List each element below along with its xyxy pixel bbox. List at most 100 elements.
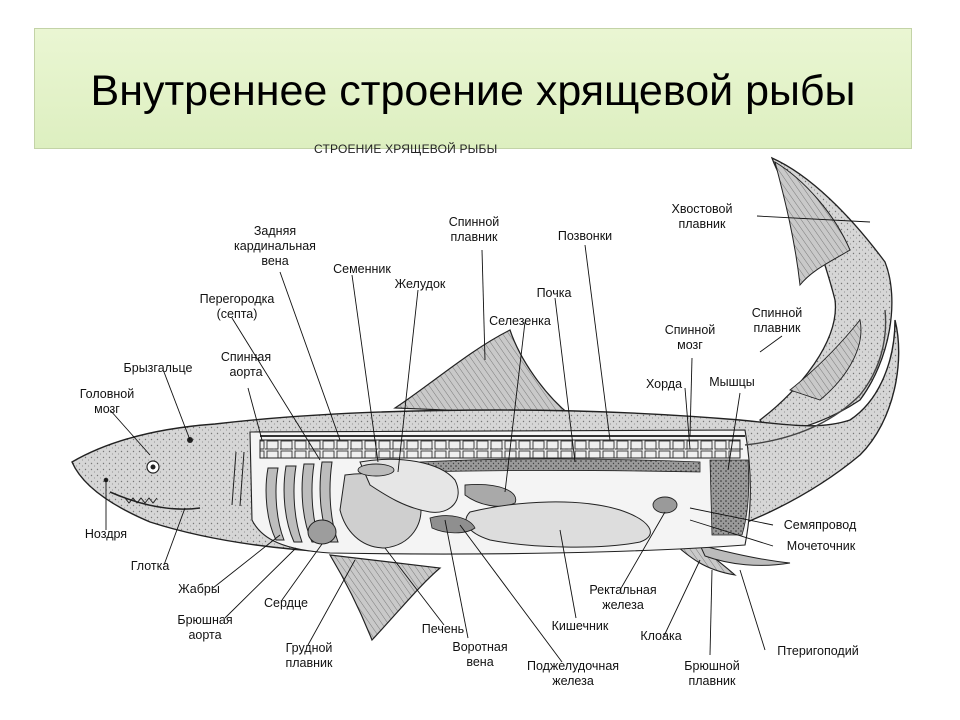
label-spinal-cord-line-1: Спинной	[665, 323, 716, 337]
label-liver-line-1: Печень	[422, 622, 464, 636]
label-dorsal-fin-1-line-1: Спинной	[449, 215, 500, 229]
slide-title: Внутреннее строение хрящевой рыбы	[90, 67, 856, 115]
label-sperm-duct-line-1: Семяпровод	[784, 518, 857, 532]
label-liver: Печень	[422, 622, 464, 636]
rectal-gland-shape	[652, 496, 678, 514]
label-pharynx: Глотка	[131, 559, 170, 573]
label-pancreas-line-1: Поджелудочная	[527, 659, 619, 673]
label-vertebrae: Позвонки	[558, 229, 612, 243]
label-stomach: Желудок	[395, 277, 446, 291]
spleen-shape	[464, 484, 517, 507]
muscle-block-shape	[709, 459, 750, 536]
first-dorsal-fin-shape	[393, 329, 572, 416]
label-gills-line-1: Жабры	[178, 582, 220, 596]
label-intestine-line-1: Кишечник	[552, 619, 609, 633]
mouth-line	[109, 491, 201, 510]
label-vertebrae-line-1: Позвонки	[558, 229, 612, 243]
label-septum-line-2: (септа)	[217, 307, 258, 321]
label-posterior-cardinal-vein-line-2: кардинальная	[234, 239, 316, 253]
testis-shape	[357, 463, 395, 477]
eye-pupil	[150, 464, 156, 470]
label-cloaca-line-1: Клоака	[640, 629, 681, 643]
leader-lines	[105, 215, 871, 663]
label-posterior-cardinal-vein-line-3: вена	[261, 254, 288, 268]
tail-second-dorsal-area	[789, 318, 862, 401]
label-spleen-line-1: Селезенка	[489, 314, 551, 328]
label-testis-line-1: Семенник	[333, 262, 391, 276]
label-cloaca: Клоака	[640, 629, 681, 643]
label-testis: Семенник	[333, 262, 391, 276]
intestine-shape	[465, 501, 651, 548]
label-kidney-line-1: Почка	[537, 286, 572, 300]
label-spiracle: Брызгальце	[124, 361, 193, 375]
label-spiracle-line-1: Брызгальце	[124, 361, 193, 375]
label-intestine: Кишечник	[552, 619, 609, 633]
label-caudal-fin-line-2: плавник	[678, 217, 726, 231]
label-ventral-aorta-line-1: Брюшная	[177, 613, 232, 627]
label-portal-vein-line-1: Воротная	[452, 640, 507, 654]
label-dorsal-fin-1-line-2: плавник	[450, 230, 498, 244]
label-ureter-line-1: Мочеточник	[787, 539, 856, 553]
tail-fin-ray-area	[774, 160, 851, 287]
label-notochord: Хорда	[646, 377, 682, 391]
clasper-shape	[699, 544, 791, 566]
tail-upper-lobe	[759, 156, 893, 436]
label-dorsal-fin-2-line-1: Спинной	[752, 306, 803, 320]
tail-spine-line	[744, 309, 887, 446]
label-dorsal-fin-2-line-2: плавник	[753, 321, 801, 335]
label-pharynx-line-1: Глотка	[131, 559, 170, 573]
label-heart-line-1: Сердце	[264, 596, 308, 610]
label-spleen: Селезенка	[489, 314, 551, 328]
label-clasper: Птеригоподий	[777, 644, 858, 658]
label-muscles: Мышцы	[709, 375, 755, 389]
label-dorsal-aorta-line-2: аорта	[229, 365, 262, 379]
kidney-shape	[419, 458, 701, 473]
pancreas-shape	[429, 515, 476, 534]
label-pelvic-fin-line-2: плавник	[688, 674, 736, 688]
label-notochord-line-1: Хорда	[646, 377, 682, 391]
label-portal-vein-line-2: вена	[466, 655, 493, 669]
label-pancreas-line-2: железа	[552, 674, 594, 688]
label-spinal-cord-line-2: мозг	[677, 338, 703, 352]
label-brain-line-1: Головной	[80, 387, 134, 401]
label-ventral-aorta-line-2: аорта	[188, 628, 221, 642]
label-septum-line-1: Перегородка	[200, 292, 275, 306]
label-brain-line-2: мозг	[94, 402, 120, 416]
label-pelvic-fin-line-1: Брюшной	[684, 659, 739, 673]
label-heart: Сердце	[264, 596, 308, 610]
label-rectal-gland-line-1: Ректальная	[589, 583, 656, 597]
label-pectoral-fin-line-1: Грудной	[286, 641, 333, 655]
teeth-line	[124, 497, 158, 504]
label-kidney: Почка	[537, 286, 572, 300]
label-rectal-gland-line-2: железа	[602, 598, 644, 612]
gill-slit-lines	[231, 451, 245, 507]
heart-shape	[307, 519, 337, 545]
label-sperm-duct: Семяпровод	[784, 518, 857, 532]
label-clasper-line-1: Птеригоподий	[777, 644, 858, 658]
label-nostril: Ноздря	[85, 527, 127, 541]
label-caudal-fin-line-1: Хвостовой	[671, 202, 732, 216]
label-ureter: Мочеточник	[787, 539, 856, 553]
label-septum: Перегородка(септа)	[200, 292, 275, 321]
title-banner: Внутреннее строение хрящевой рыбы	[34, 28, 912, 149]
label-nostril-line-1: Ноздря	[85, 527, 127, 541]
label-stomach-line-1: Желудок	[395, 277, 446, 291]
label-pectoral-fin-line-2: плавник	[285, 656, 333, 670]
label-gills: Жабры	[178, 582, 220, 596]
label-dorsal-aorta-line-1: Спинная	[221, 350, 271, 364]
diagram-subtitle: СТРОЕНИЕ ХРЯЩЕВОЙ РЫБЫ	[314, 142, 498, 156]
